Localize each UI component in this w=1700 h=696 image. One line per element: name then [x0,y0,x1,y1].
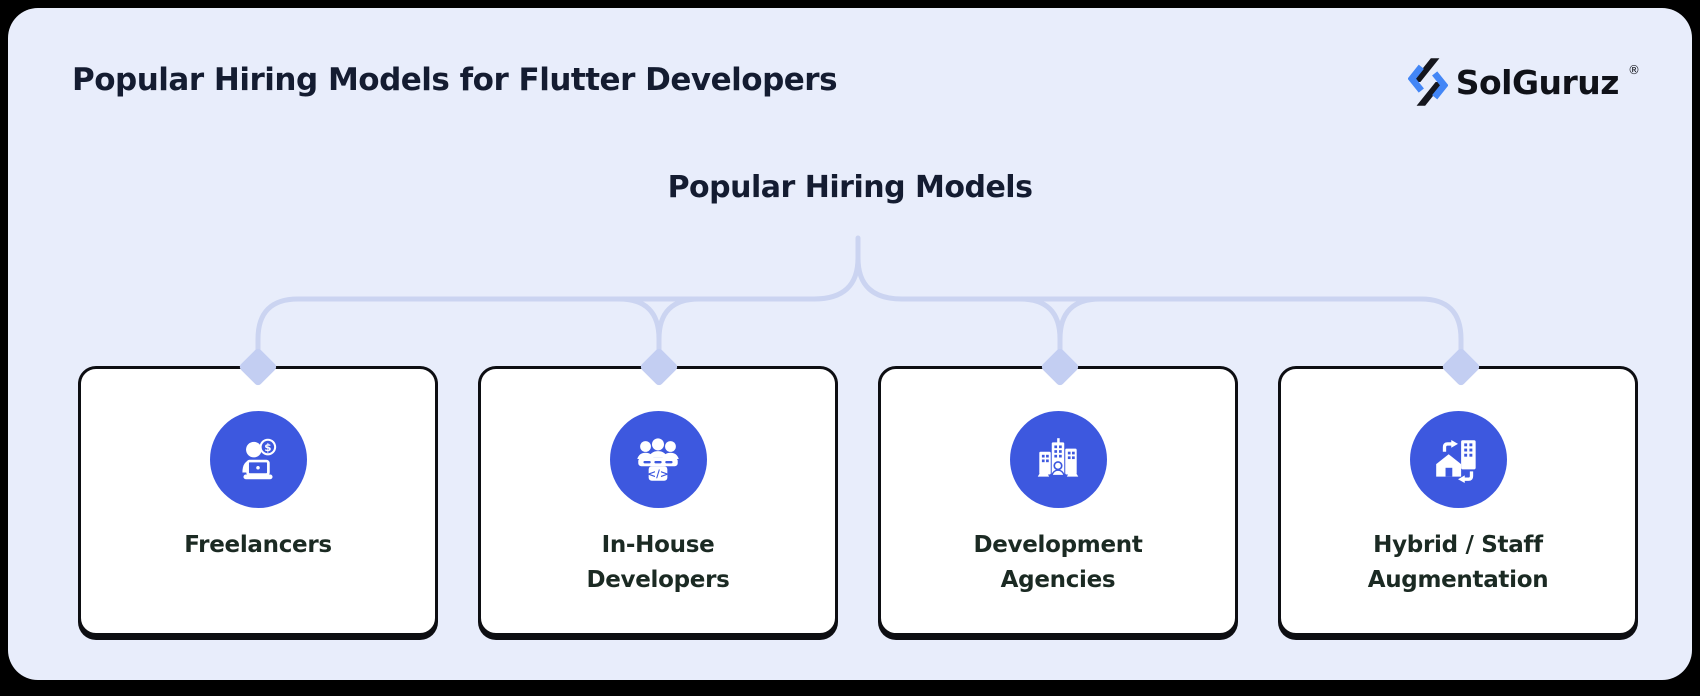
freelancer-laptop-dollar-icon: $ [209,411,307,508]
connector-drop-3-fillet [1057,296,1103,342]
connector-stem-fillet-right [855,255,905,302]
team-desk-code-icon: </> [609,411,707,508]
card-label-hybrid-staff-augmentation: Hybrid / Staff Augmentation [1367,532,1549,593]
connector-drop-2 [616,296,662,359]
connector-drop-2-fillet [656,296,702,342]
card-label-freelancers: Freelancers [184,532,332,558]
card-label-in-house-developers: In-House Developers [586,532,730,593]
solguruz-logo-icon [1407,58,1448,106]
connector-drop-3 [1017,296,1063,359]
registered-trademark-symbol: ® [1628,63,1640,77]
office-buildings-people-icon [1009,411,1107,508]
diagram-root-heading: Popular Hiring Models [667,170,1033,205]
card-development-agencies: Development Agencies [878,366,1238,636]
card-hybrid-staff-augmentation: Hybrid / Staff Augmentation [1278,366,1638,636]
background-panel: Popular Hiring Models for Flutter Develo… [8,8,1692,680]
connector-rail-right [899,296,1464,359]
page-title: Popular Hiring Models for Flutter Develo… [72,62,838,98]
card-in-house-developers: </> In-House Developers [478,366,838,636]
svg-text:$: $ [264,441,271,453]
connector-rail-left [255,296,817,359]
solguruz-logo-text: SolGuruz [1455,62,1620,102]
house-building-swap-icon [1409,411,1507,508]
hiring-model-cards: $ Freelancers [78,366,1638,636]
card-label-development-agencies: Development Agencies [973,532,1143,593]
card-freelancers: $ Freelancers [78,366,438,636]
connector-stem-fillet-left [811,255,861,302]
svg-text:</>: </> [647,468,668,480]
solguruz-logo: SolGuruz ® [1407,58,1640,106]
